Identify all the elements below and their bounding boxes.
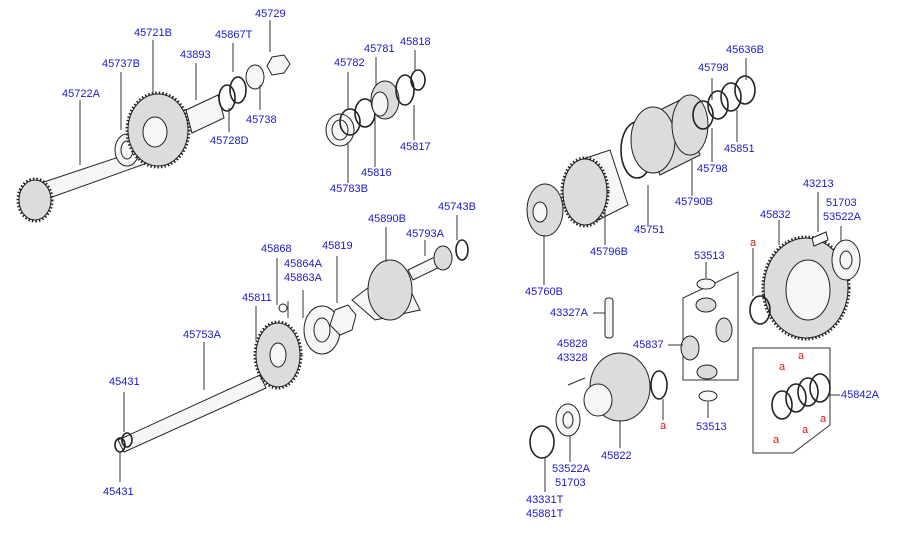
part-label[interactable]: 45793A xyxy=(406,228,444,240)
part-label[interactable]: 45798 xyxy=(698,62,729,74)
part-label[interactable]: 45796B xyxy=(590,246,628,258)
part-label[interactable]: 43327A xyxy=(550,307,588,319)
nut-45819[interactable] xyxy=(329,304,357,336)
part-label[interactable]: 43213 xyxy=(803,178,834,190)
part-label[interactable]: 45751 xyxy=(634,224,665,236)
part-label[interactable]: 45890B xyxy=(368,213,406,225)
shaft-45753A[interactable] xyxy=(117,374,267,453)
marker-a: a xyxy=(750,237,757,249)
part-label[interactable]: 51703 xyxy=(826,197,857,209)
part-label[interactable]: 45722A xyxy=(62,88,100,100)
washer-45798-a[interactable] xyxy=(692,100,714,130)
part-label[interactable]: 45828 xyxy=(557,338,588,350)
part-label[interactable]: 45851 xyxy=(724,143,755,155)
marker-a: a xyxy=(779,361,786,373)
part-label[interactable]: 45822 xyxy=(601,450,632,462)
marker-a: a xyxy=(802,424,809,436)
bearing-45738[interactable] xyxy=(245,64,265,90)
part-label[interactable]: 45819 xyxy=(322,240,353,252)
part-label[interactable]: 53513 xyxy=(694,250,725,262)
part-label[interactable]: 45753A xyxy=(183,329,221,341)
plug-45868[interactable] xyxy=(278,303,288,313)
part-label[interactable]: 45738 xyxy=(246,114,277,126)
part-label[interactable]: 45728D xyxy=(210,135,249,147)
spacer-box xyxy=(752,347,831,454)
part-label[interactable]: 45721B xyxy=(134,27,172,39)
part-label[interactable]: 53522A xyxy=(823,211,861,223)
part-label[interactable]: 45783B xyxy=(330,183,368,195)
part-label[interactable]: 45867T xyxy=(215,29,253,41)
shim-a[interactable] xyxy=(749,295,771,325)
part-label[interactable]: 45431 xyxy=(109,376,140,388)
part-label[interactable]: 45881T xyxy=(526,508,564,520)
part-label[interactable]: 45842A xyxy=(841,389,879,401)
ring-45782[interactable] xyxy=(339,108,361,136)
washer-53513-top[interactable] xyxy=(696,278,716,290)
washer-45851[interactable] xyxy=(720,82,742,112)
part-label[interactable]: 45781 xyxy=(364,43,395,55)
part-label[interactable]: 45868 xyxy=(261,243,292,255)
pinion-gear xyxy=(18,179,52,221)
part-label[interactable]: 45790B xyxy=(675,196,713,208)
marker-a: a xyxy=(820,413,827,425)
ring-45743B[interactable] xyxy=(455,239,469,261)
part-label[interactable]: 51703 xyxy=(555,477,586,489)
part-label[interactable]: 45811 xyxy=(242,292,272,304)
part-label[interactable]: 45431 xyxy=(103,486,134,498)
differential-pinion-set xyxy=(668,262,739,418)
ring-45867T[interactable] xyxy=(229,76,247,104)
part-label[interactable]: 45816 xyxy=(361,167,392,179)
part-label[interactable]: 53522A xyxy=(552,463,590,475)
marker-a: a xyxy=(660,420,667,432)
shaft-assembly-top-left xyxy=(16,20,291,223)
part-label[interactable]: 45782 xyxy=(334,57,365,69)
part-label[interactable]: 45729 xyxy=(255,8,286,20)
main-shaft-assembly xyxy=(114,215,469,482)
ring-gear-assembly xyxy=(749,192,861,341)
part-label[interactable]: 45863A xyxy=(284,272,322,284)
marker-a: a xyxy=(773,434,780,446)
part-label[interactable]: 43893 xyxy=(180,49,211,61)
marker-a: a xyxy=(798,350,805,362)
part-label[interactable]: 45760B xyxy=(525,286,563,298)
part-label[interactable]: 43331T xyxy=(526,494,564,506)
part-label[interactable]: 45817 xyxy=(400,141,431,153)
part-label[interactable]: 45832 xyxy=(760,209,791,221)
snap-ring-45817[interactable] xyxy=(395,74,415,106)
washer-45798-b[interactable] xyxy=(707,90,729,120)
part-label[interactable]: 53513 xyxy=(696,421,727,433)
part-label[interactable]: 45864A xyxy=(284,258,322,270)
bolt-43213[interactable] xyxy=(811,231,829,247)
part-label[interactable]: 45818 xyxy=(400,36,431,48)
part-label[interactable]: 43328 xyxy=(557,352,588,364)
clutch-drum-assembly xyxy=(526,58,756,285)
part-label[interactable]: 45837 xyxy=(633,339,664,351)
pin-43327A[interactable] xyxy=(604,297,614,339)
shim-a-2[interactable] xyxy=(650,370,668,400)
washer-45636B[interactable] xyxy=(734,75,756,105)
bearing-assembly-top-center xyxy=(325,50,426,183)
pin-45828[interactable] xyxy=(567,377,586,386)
part-label[interactable]: 45636B xyxy=(726,44,764,56)
snap-ring-45818[interactable] xyxy=(410,69,426,91)
collar-43893[interactable] xyxy=(185,94,225,134)
spacer-set-45842A xyxy=(752,347,840,454)
shim-43331T[interactable] xyxy=(529,425,555,459)
part-label[interactable]: 45798 xyxy=(697,163,728,175)
part-label[interactable]: 45743B xyxy=(438,201,476,213)
ring-45431-b[interactable] xyxy=(121,432,133,448)
ring-45728D[interactable] xyxy=(218,84,236,112)
nut-45729[interactable] xyxy=(266,54,291,76)
washer-53513-bottom[interactable] xyxy=(698,390,718,402)
part-label[interactable]: 45737B xyxy=(102,58,140,70)
differential-case-assembly xyxy=(529,297,668,492)
